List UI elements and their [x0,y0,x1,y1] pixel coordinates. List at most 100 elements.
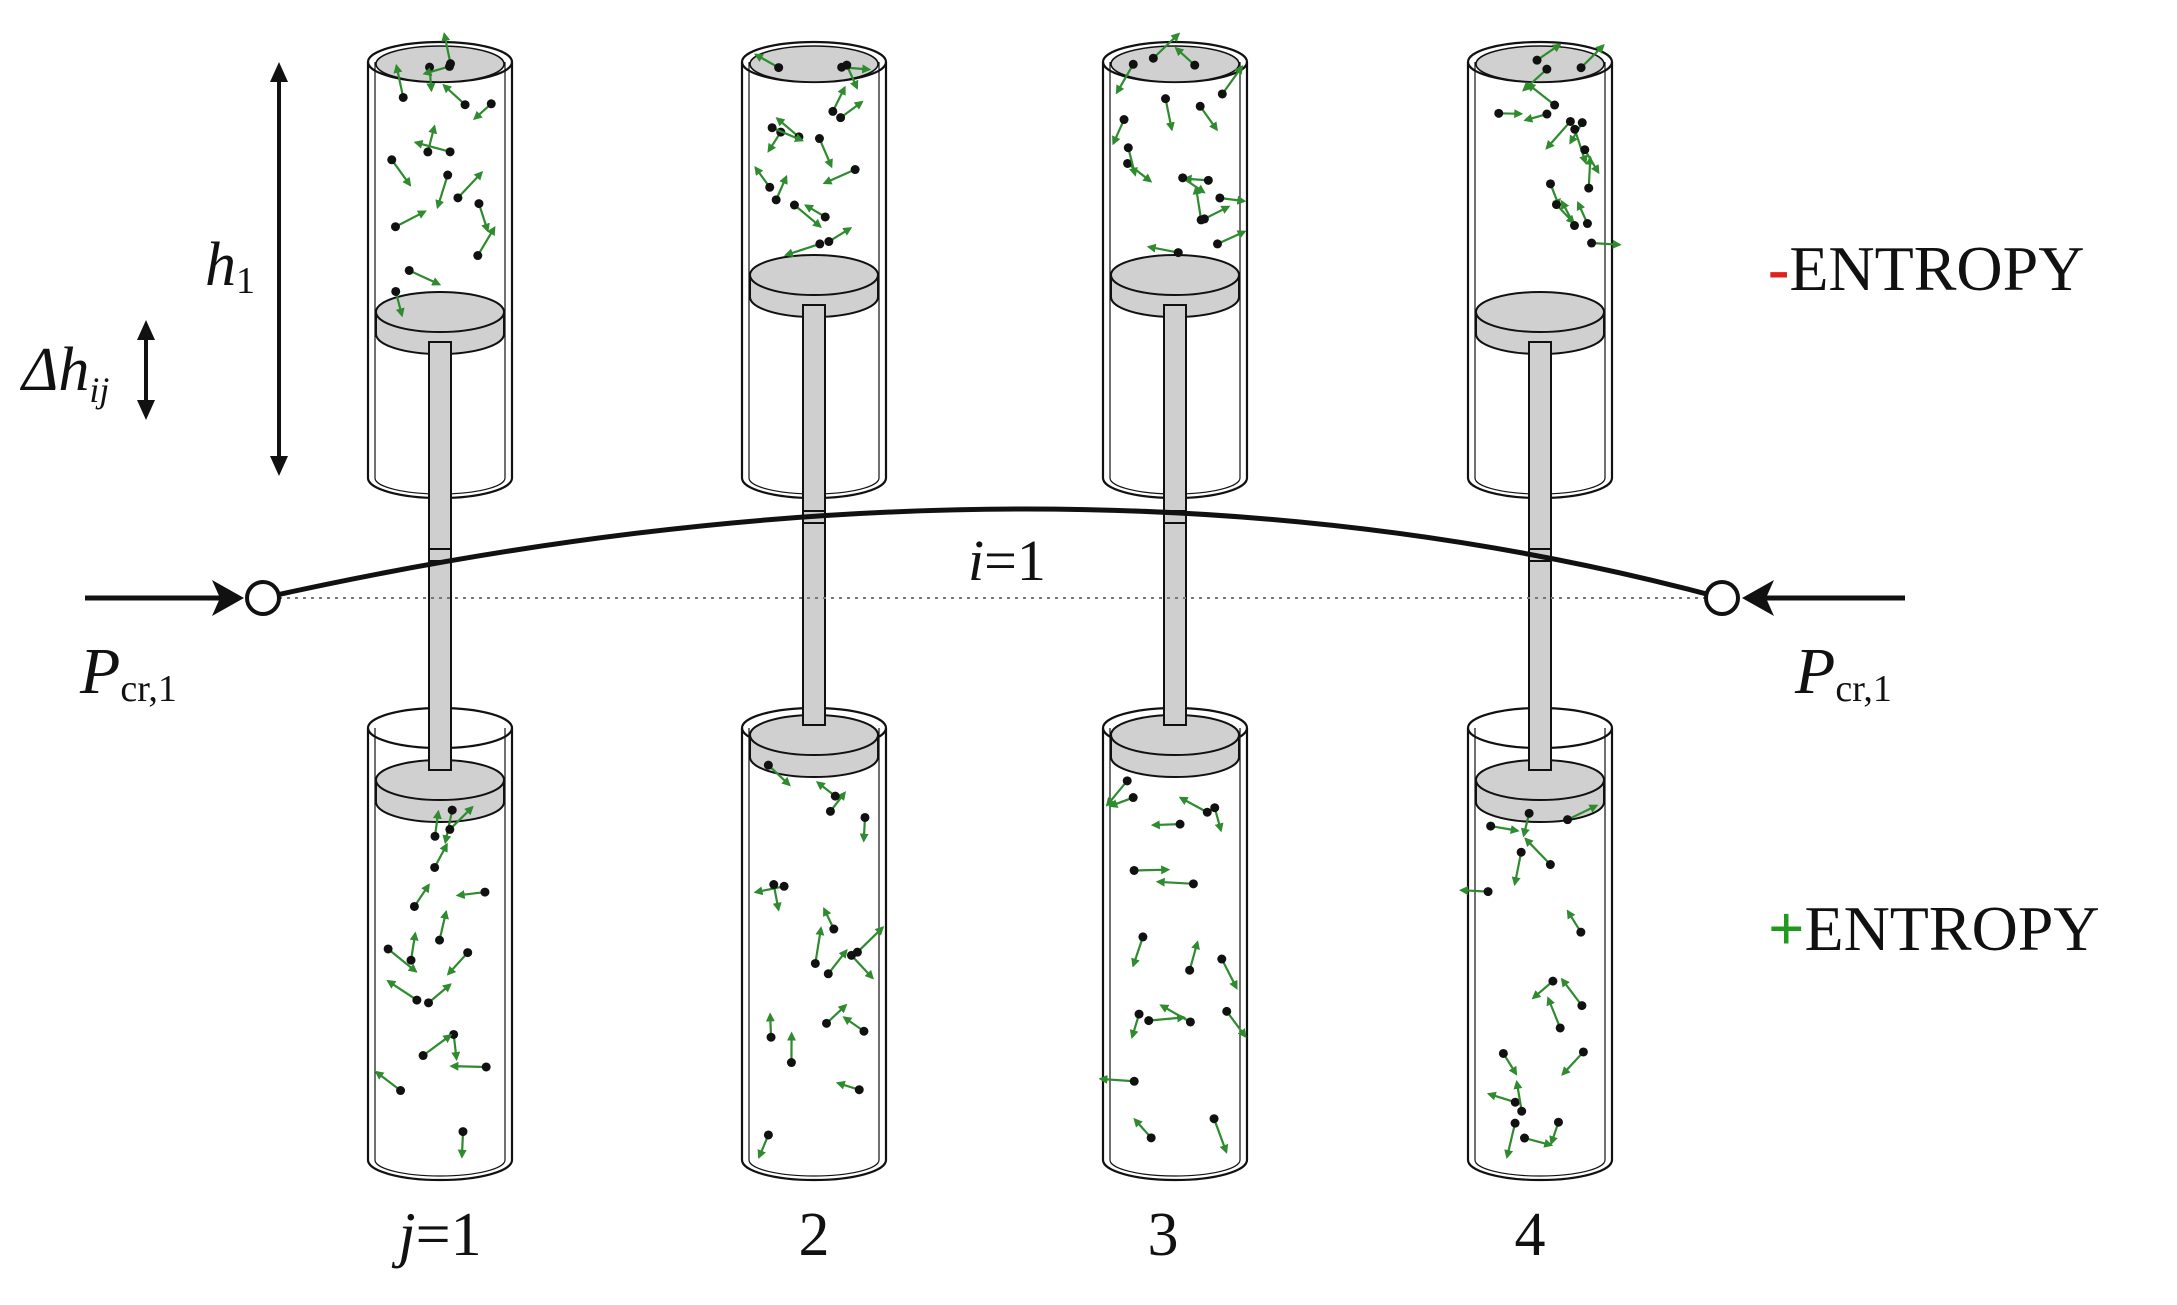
load-left-label: Pcr,1 [79,635,177,710]
molecule-dot [1484,887,1493,896]
molecule [416,142,455,156]
molecule-dot [1197,215,1206,224]
molecule-dot [1511,1119,1520,1128]
molecule [811,928,821,968]
molecule-arrow [1563,1052,1584,1074]
molecule-dot [482,1062,491,1071]
molecule-dot [1570,221,1579,230]
molecule [815,134,831,166]
molecule [1507,1119,1520,1157]
molecule [453,172,481,202]
molecule [405,266,440,284]
molecule [1161,94,1172,129]
molecule-dot [410,902,419,911]
molecule [407,933,416,964]
negative-entropy-label: -ENTROPY [1768,233,2084,304]
molecule-dot [790,201,799,210]
molecule [1196,102,1217,130]
molecule-dot [1583,219,1592,228]
molecule [448,948,472,974]
molecule [822,1005,846,1028]
upper-piston-4-face [1476,292,1604,332]
molecule [1180,798,1211,817]
molecule-dot [768,123,777,132]
molecule [1568,911,1586,936]
molecule [836,102,862,122]
molecule-dot [1546,860,1555,869]
molecule [1153,820,1185,829]
molecule-arrow [1589,158,1591,188]
molecule-dot [1203,808,1212,817]
molecule [1489,1094,1520,1107]
molecule [474,199,487,231]
molecule-dot [480,888,489,897]
molecule [1563,1047,1588,1074]
molecule-dot [391,287,400,296]
molecule-dot [453,193,462,202]
molecules-layer [376,34,1620,1157]
molecule [1548,998,1565,1032]
molecule-arrow [478,228,495,256]
molecule [1135,1119,1156,1142]
molecule [423,126,434,156]
molecule [1196,187,1206,224]
molecule-dot [824,237,833,246]
molecule-dot [1517,848,1526,857]
molecule-dot [1570,125,1579,134]
molecule [444,85,470,109]
molecule-dot [412,996,421,1005]
molecule-arrow [819,139,831,167]
molecule-dot [463,948,472,957]
molecule-arrow [824,170,855,184]
molecule-dot [1222,1007,1231,1016]
molecule-dot [1542,110,1551,119]
molecule-dot [780,882,789,891]
molecule-arrow [451,1066,486,1067]
molecule [1185,176,1213,185]
molecule [475,99,496,118]
molecule-dot [1577,63,1586,72]
molecule-dot [1129,793,1138,802]
molecule-dot [1210,803,1219,812]
molecule-dot [1576,928,1585,937]
molecule-dot [1213,239,1222,248]
molecule-dot [1210,1114,1219,1123]
column-label-4: 4 [1515,1201,1546,1269]
molecule [759,1130,773,1157]
molecule-dot [487,99,496,108]
molecule [824,950,847,978]
molecule [1515,848,1526,884]
molecule-dot [1579,1047,1588,1056]
molecule-dot [1548,977,1557,986]
molecule [1161,1005,1195,1026]
molecule-dot [443,171,452,180]
molecule [1158,879,1198,888]
molecule-dot [458,1127,467,1136]
delta-h-arrowhead-bottom [137,400,155,420]
molecule-dot [1578,118,1587,127]
molecule [1525,110,1551,121]
molecule-dot [1161,94,1170,103]
molecule [1461,887,1493,896]
molecule-dot [1174,248,1183,257]
molecule-dot [1215,193,1224,202]
molecule-dot [423,147,432,156]
molecule [772,177,787,205]
molecule-dot [1577,1001,1586,1010]
molecule-dot [424,998,433,1007]
molecule-dot [822,1019,831,1028]
molecule-dot [445,825,454,834]
upper-piston-1-face [376,292,504,332]
molecule-dot [1563,815,1572,824]
molecule [828,88,844,116]
cylinders-layer [368,42,1612,1180]
molecule [1587,239,1620,248]
molecule [419,1035,451,1060]
molecule [1578,203,1592,228]
molecule-dot [853,948,862,957]
lower-cylinder-2-wall [742,728,886,1180]
molecule [388,981,421,1005]
molecule [438,171,453,208]
molecule [787,1034,796,1067]
